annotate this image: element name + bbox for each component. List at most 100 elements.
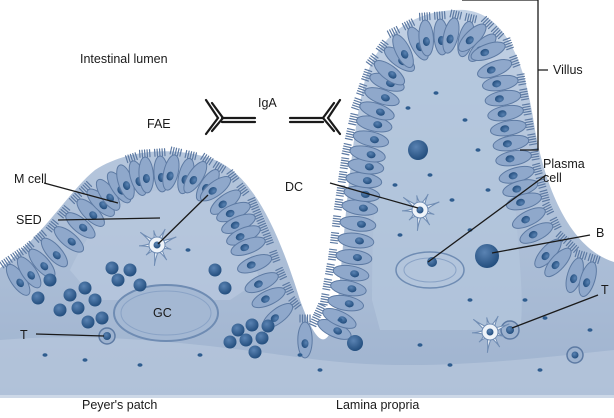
epithelial-nucleus xyxy=(480,48,490,57)
microvillus xyxy=(292,302,300,308)
microvillus xyxy=(74,192,81,199)
microvillus xyxy=(517,78,526,81)
epithelial-nucleus xyxy=(497,110,507,118)
microvillus xyxy=(186,150,190,159)
epithelial-nucleus xyxy=(583,278,591,288)
microvillus xyxy=(334,200,343,204)
microvillus xyxy=(84,182,91,189)
microvillus xyxy=(542,201,550,207)
microvillus xyxy=(62,207,69,213)
microvillus xyxy=(526,128,535,131)
scattered-nucleus xyxy=(542,316,548,320)
dc-cell-lamina xyxy=(471,315,510,353)
microvillus xyxy=(58,210,66,217)
microvillus xyxy=(311,318,319,323)
microvillus xyxy=(338,175,347,179)
epithelial-nucleus xyxy=(486,66,496,74)
epithelial-nucleus xyxy=(570,274,578,284)
scattered-nucleus xyxy=(392,183,398,187)
microvillus xyxy=(37,233,44,240)
microvillus xyxy=(262,232,271,236)
microvillus xyxy=(279,275,288,281)
epithelial-nucleus xyxy=(230,221,240,229)
microvillus xyxy=(321,293,330,296)
microvillus xyxy=(351,106,359,111)
dc-dendrite xyxy=(486,336,493,353)
microvillus xyxy=(348,122,357,126)
microvillus xyxy=(288,296,296,302)
microvillus xyxy=(520,98,530,101)
microvillus xyxy=(504,41,513,46)
microvillus xyxy=(289,298,297,304)
microvillus xyxy=(540,191,549,195)
microvillus xyxy=(10,253,16,261)
m-cell-leader xyxy=(43,182,119,204)
epithelial-nucleus xyxy=(166,171,174,181)
microvillus xyxy=(18,248,24,256)
scattered-nucleus xyxy=(82,358,88,362)
villus-label: Villus xyxy=(553,63,583,77)
microvillus xyxy=(208,158,214,166)
microvillus xyxy=(322,285,331,289)
microvillus xyxy=(250,203,259,208)
microvillus xyxy=(326,263,335,266)
gc-label: GC xyxy=(153,306,172,320)
microvillus xyxy=(176,148,180,157)
lamina-large-nucleus xyxy=(347,335,363,351)
epithelial-nucleus xyxy=(208,186,217,195)
scattered-nucleus xyxy=(417,343,423,347)
microvillus xyxy=(341,152,350,156)
microvillus xyxy=(252,208,261,213)
lamina-propria-label: Lamina propria xyxy=(336,398,420,412)
scattered-nucleus xyxy=(467,298,473,302)
microvillus xyxy=(247,197,256,202)
microvillus xyxy=(50,221,58,227)
microvillus xyxy=(532,162,541,166)
scattered-nucleus xyxy=(462,118,468,122)
lymphocyte xyxy=(133,278,147,292)
microvillus xyxy=(587,253,591,262)
microvillus xyxy=(338,178,347,181)
epithelial-nucleus xyxy=(516,198,525,206)
microvillus xyxy=(510,57,518,61)
microvillus xyxy=(342,147,351,151)
epithelial-nucleus xyxy=(362,177,372,185)
microvillus xyxy=(519,88,528,91)
scattered-nuclei xyxy=(42,91,593,372)
microvillus xyxy=(169,146,173,155)
microvillus xyxy=(266,241,274,246)
microvillus xyxy=(221,166,227,174)
microvillus xyxy=(216,163,222,171)
microvillus xyxy=(359,83,368,87)
microvillus xyxy=(386,30,392,38)
microvillus xyxy=(356,90,365,94)
epithelial-nucleus xyxy=(89,211,98,220)
microvillus xyxy=(333,215,342,218)
plasma-cell-label: Plasma cell xyxy=(543,157,585,185)
microvillus xyxy=(284,286,292,291)
microvillus xyxy=(525,123,534,126)
microvillus xyxy=(219,164,224,172)
microvillus xyxy=(550,219,559,224)
epithelial-nucleus xyxy=(240,243,250,252)
microvillus xyxy=(592,254,596,263)
microvillus xyxy=(334,205,343,209)
microvillus xyxy=(532,165,541,169)
microvillus xyxy=(39,231,45,238)
microvillus xyxy=(134,152,138,161)
microvillus xyxy=(239,186,247,193)
microvillus xyxy=(78,187,86,195)
microvillus xyxy=(3,258,9,266)
epithelial-nucleus xyxy=(16,278,25,288)
microvillus xyxy=(365,61,373,67)
microvillus xyxy=(328,253,337,256)
lymphocyte xyxy=(71,301,85,315)
microvillus xyxy=(389,29,394,37)
microvillus xyxy=(22,245,29,253)
microvillus xyxy=(380,41,388,48)
microvillus xyxy=(528,138,537,141)
microvillus xyxy=(368,57,376,63)
lymphocyte xyxy=(53,303,67,317)
epithelial-nucleus xyxy=(354,237,364,245)
microvillus xyxy=(320,300,329,304)
